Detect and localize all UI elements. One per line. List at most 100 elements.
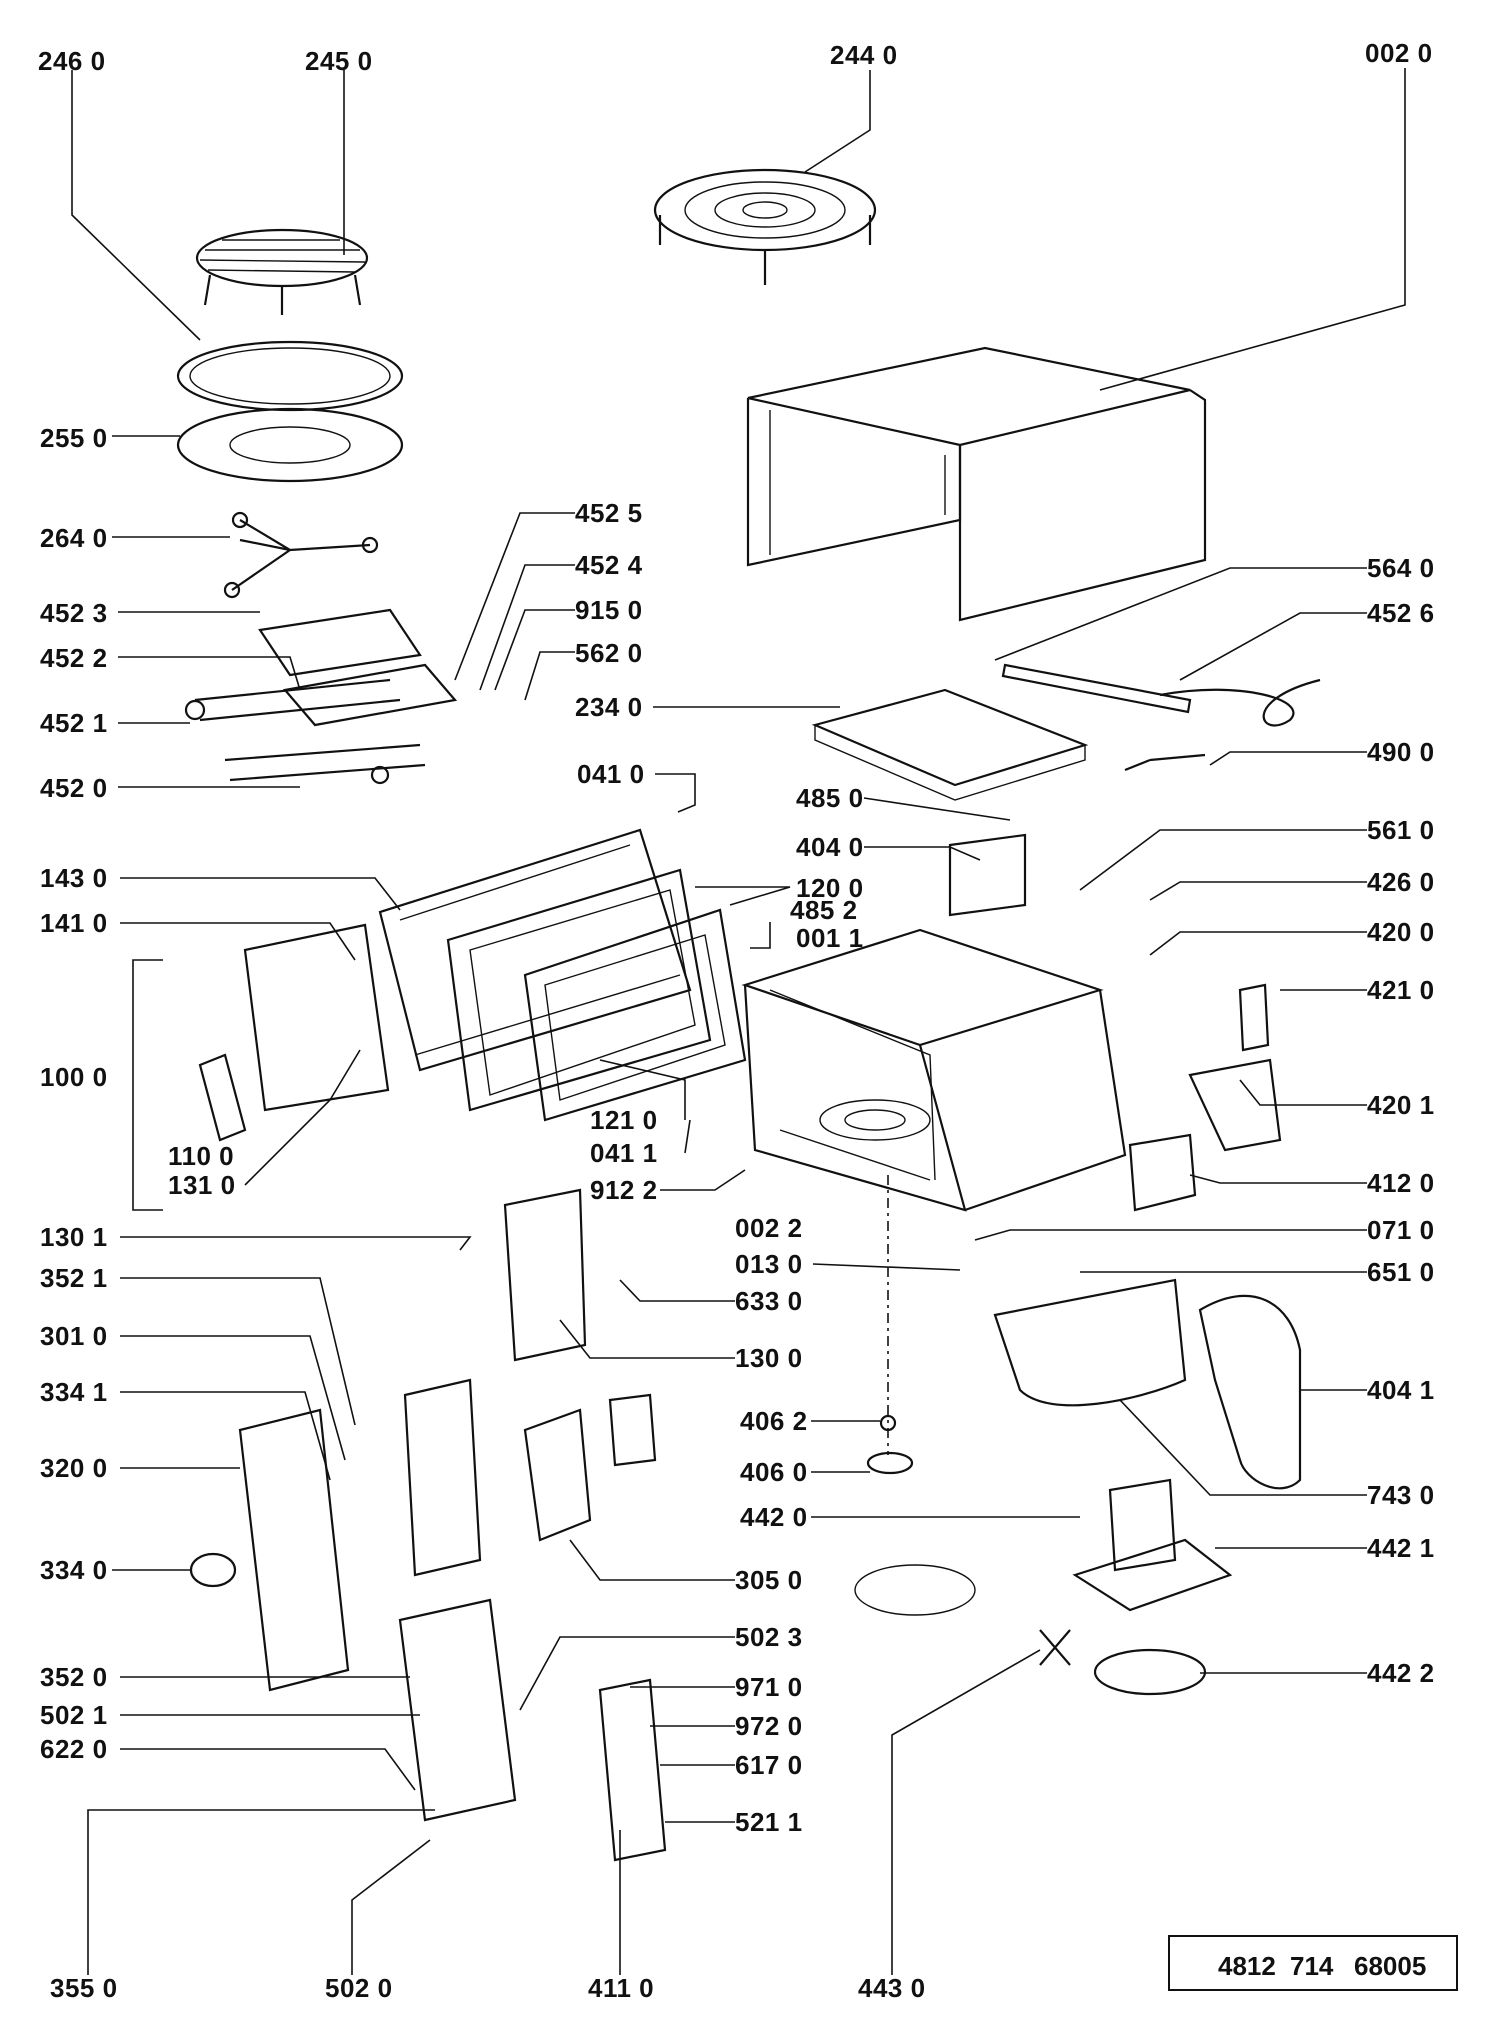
part-label: 521 1: [735, 1807, 803, 1837]
stirrer-ring: [854, 1564, 976, 1616]
part-label: 305 0: [735, 1565, 803, 1595]
air-duct: [993, 1278, 1187, 1407]
part-label: 334 1: [40, 1377, 108, 1407]
door-assembly: [198, 828, 747, 1142]
part-label: 502 3: [735, 1622, 803, 1652]
part-label: 617 0: [735, 1750, 803, 1780]
fan-motor-plate: [1072, 1538, 1233, 1612]
part-label: 071 0: [1367, 1215, 1435, 1245]
part-label: 490 0: [1367, 737, 1435, 767]
part-label: 002 2: [735, 1213, 803, 1243]
part-label: 355 0: [50, 1973, 118, 2003]
capacitor-bracket: [1188, 1058, 1282, 1152]
power-pcb: [598, 1678, 667, 1862]
part-label: 131 0: [168, 1170, 236, 1200]
part-label: 404 1: [1367, 1375, 1435, 1405]
part-label: 406 2: [740, 1406, 808, 1436]
part-label: 234 0: [575, 692, 643, 722]
part-label: 412 0: [1367, 1168, 1435, 1198]
motor-gasket: [1093, 1648, 1207, 1696]
magnetron: [948, 833, 1027, 917]
part-label: 633 0: [735, 1286, 803, 1316]
leader-lines: [71, 68, 1406, 1975]
part-label: 120 0: [796, 873, 864, 903]
part-label: 442 2: [1367, 1658, 1435, 1688]
part-label: 255 0: [40, 423, 108, 453]
part-label: 041 0: [577, 759, 645, 789]
part-label: 452 1: [40, 708, 108, 738]
part-label: 334 0: [40, 1555, 108, 1585]
part-label: 404 0: [796, 832, 864, 862]
part-label: 041 1: [590, 1138, 658, 1168]
part-label: 452 6: [1367, 598, 1435, 628]
part-label: 420 1: [1367, 1090, 1435, 1120]
part-label: 264 0: [40, 523, 108, 553]
oven-cavity-chassis: [741, 928, 1127, 1212]
part-label: 442 1: [1367, 1533, 1435, 1563]
part-label: 452 3: [40, 598, 108, 628]
part-label: 141 0: [40, 908, 108, 938]
part-label: 411 0: [588, 1973, 655, 2003]
outer-cabinet: [746, 346, 1207, 622]
part-label: 485 0: [796, 783, 864, 813]
part-label: 443 0: [858, 1973, 926, 2003]
mains-cable: [1124, 678, 1321, 772]
part-label: 001 1: [796, 923, 864, 953]
base-plate: [811, 688, 1089, 787]
part-label: 143 0: [40, 863, 108, 893]
fan-blade: [1039, 1629, 1071, 1666]
part-label: 002 0: [1365, 38, 1433, 68]
part-label: 420 0: [1367, 917, 1435, 947]
part-label: 352 1: [40, 1263, 108, 1293]
part-label: 912 2: [590, 1175, 658, 1205]
part-label: 971 0: [735, 1672, 803, 1702]
part-label: 421 0: [1367, 975, 1435, 1005]
part-label: 651 0: [1367, 1257, 1435, 1287]
doc-number-part3: 68005: [1354, 1951, 1427, 1981]
control-panel-fascia: [238, 1408, 350, 1692]
part-label: 301 0: [40, 1321, 108, 1351]
hv-capacitor: [1238, 983, 1270, 1052]
part-label: 564 0: [1367, 553, 1435, 583]
control-knob: [189, 1552, 237, 1588]
fan-cover: [1198, 1294, 1302, 1490]
relay-board: [608, 1393, 657, 1467]
part-label: 972 0: [735, 1711, 803, 1741]
grill-heater-assembly: [184, 608, 458, 785]
main-pcb: [398, 1598, 517, 1822]
part-label: 130 0: [735, 1343, 803, 1373]
roller-support: [223, 511, 379, 599]
part-label: 110 0: [168, 1141, 235, 1171]
round-grill-rack: [195, 228, 369, 315]
part-label: 452 2: [40, 643, 108, 673]
doc-number-part2: 714: [1290, 1951, 1334, 1981]
high-grill-rack: [653, 168, 877, 285]
part-label: 121 0: [590, 1105, 658, 1135]
part-label: 452 4: [575, 550, 643, 580]
fan-motor: [1108, 1478, 1177, 1572]
heater-cover-bar: [1001, 663, 1192, 714]
part-label: 442 0: [740, 1502, 808, 1532]
hv-transformer: [1128, 1133, 1197, 1212]
part-label: 100 0: [40, 1062, 108, 1092]
part-label: 246 0: [38, 46, 106, 76]
part-label: 320 0: [40, 1453, 108, 1483]
part-label: 452 0: [40, 773, 108, 803]
part-label: 915 0: [575, 595, 643, 625]
part-label: 562 0: [575, 638, 643, 668]
part-label: 245 0: [305, 46, 373, 76]
display-board: [403, 1378, 482, 1577]
part-label: 622 0: [40, 1734, 108, 1764]
keypad-board: [523, 1408, 592, 1542]
part-label: 561 0: [1367, 815, 1435, 845]
door-latch-switch-block: [503, 1188, 587, 1362]
turntable-motor: [866, 1451, 914, 1475]
part-label: 452 5: [575, 498, 643, 528]
part-label: 426 0: [1367, 867, 1435, 897]
part-label: 352 0: [40, 1662, 108, 1692]
part-label: 244 0: [830, 40, 898, 70]
part-label: 013 0: [735, 1249, 803, 1279]
part-label: 130 1: [40, 1222, 108, 1252]
